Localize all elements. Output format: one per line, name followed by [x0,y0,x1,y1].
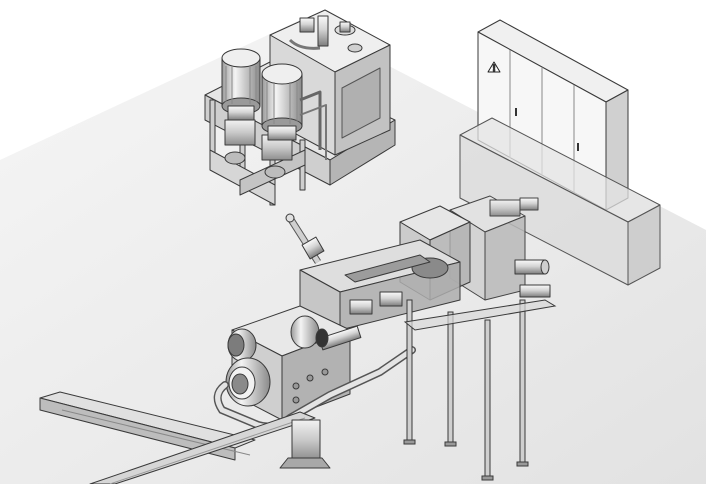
warning-glyph: ! [492,64,496,74]
support-legs [403,299,557,481]
main-ram-cylinder [225,305,362,421]
electric-motor-1 [221,48,261,121]
discharge-conveyor [39,391,331,484]
safety-guard-enclosure [459,117,661,286]
side-hydraulic-cylinder [285,213,325,264]
floor-plane [0,20,706,484]
electric-motor-2 [261,63,303,141]
hydraulic-power-unit [204,9,396,206]
warning-triangle-icon: ! [487,61,501,75]
